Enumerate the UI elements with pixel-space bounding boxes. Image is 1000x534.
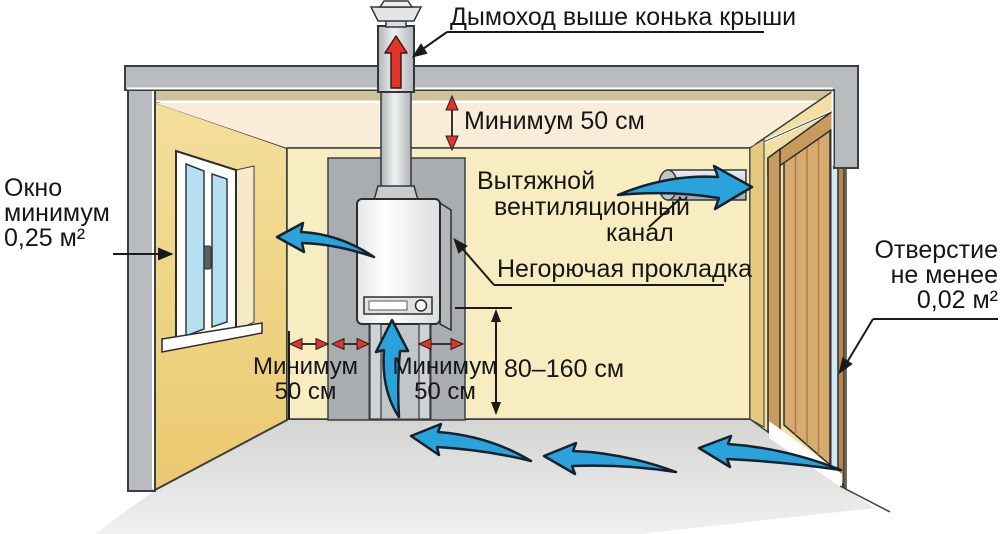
ceiling-clearance-label: Минимум 50 см: [464, 107, 645, 135]
vent-channel-label-line3: канал: [606, 219, 674, 247]
airflow-to-window-arrow: [275, 221, 376, 259]
dimension-graphics: [288, 94, 512, 419]
chimney: [369, 0, 423, 93]
gas-boiler: [356, 198, 452, 420]
window: [161, 149, 263, 353]
window-min-area-label: Окно минимум 0,25 м²: [4, 174, 110, 252]
chimney-cap: [369, 6, 423, 22]
left-clearance-label: Минимум 50 см: [252, 353, 359, 405]
flue-pipe: [373, 89, 419, 201]
door-left-jamb: [767, 147, 781, 442]
right-clearance-label: Минимум 50 см: [392, 353, 498, 405]
floor-airflow-arrow-3: [697, 434, 843, 472]
left-outer-wall: [127, 87, 156, 492]
boiler-pipe-left: [369, 323, 382, 420]
vent-channel-label-line1: Вытяжной: [477, 167, 596, 195]
right-wall-corner-sliver: [749, 138, 765, 428]
pad-label: Негорючая прокладка: [497, 255, 752, 283]
window-glass-left: [185, 162, 205, 338]
opening-min-area-label: Отверстие не менее 0,02 м²: [874, 236, 998, 314]
building-frame: [124, 65, 859, 492]
flue-collar: [373, 185, 419, 201]
chimney-label: Дымоход выше конька крыши: [450, 3, 797, 31]
boiler-body: [356, 198, 441, 325]
window-recess: [235, 165, 255, 332]
leader-lines: [113, 31, 998, 375]
exhaust-airflow-arrow: [616, 164, 754, 211]
airflow-to-boiler-arrow: [374, 318, 410, 419]
red-clearance-arrows: [288, 337, 465, 351]
window-sill: [161, 322, 263, 353]
boiler-knob: [414, 299, 428, 312]
height-range-label: 80–160 см: [504, 355, 625, 383]
vent-channel-label-line2: вентиляционный: [494, 193, 690, 221]
smoke-up-arrow: [384, 35, 408, 89]
floor-airflow-arrow-2: [542, 441, 678, 476]
floor-airflow-arrow-1: [409, 422, 533, 463]
door-open: [767, 101, 891, 513]
boiler-pipe-right: [418, 323, 431, 420]
door-under-gap: [769, 421, 842, 488]
airflow-arrows: [275, 221, 843, 476]
boiler-side: [439, 201, 452, 332]
roof-slab: [124, 65, 859, 169]
window-glass-right: [211, 172, 228, 329]
window-handle: [203, 245, 212, 270]
